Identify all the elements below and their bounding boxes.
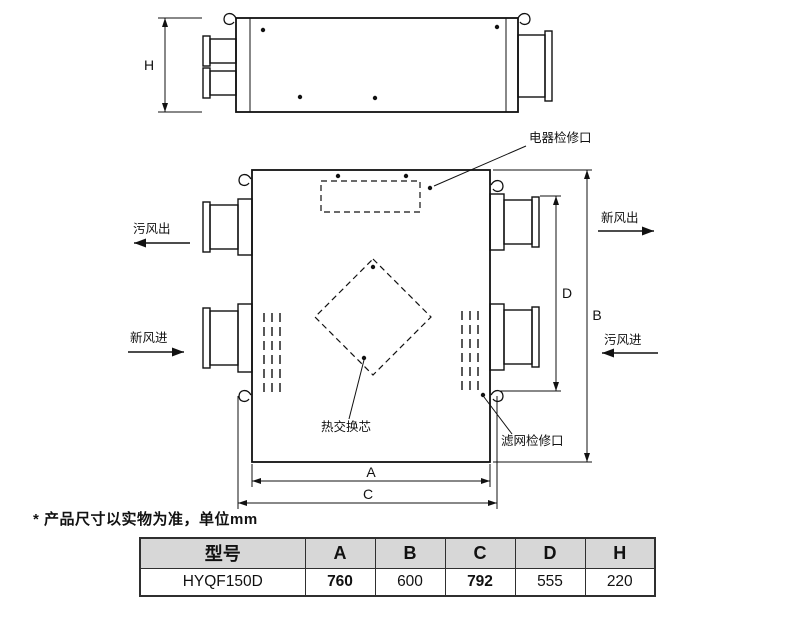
dimension-b-ext bbox=[493, 169, 592, 463]
side-view-right-duct bbox=[517, 30, 553, 102]
corner-clip bbox=[238, 389, 252, 403]
cell-model: HYQF150D bbox=[139, 567, 306, 597]
label-electrical-access: 电器检修口 bbox=[529, 130, 592, 145]
dimension-note: * 产品尺寸以实物为准，单位mm bbox=[33, 511, 258, 528]
header-h: H bbox=[584, 537, 656, 569]
port-fresh-air-in bbox=[202, 303, 253, 373]
dim-label-c: C bbox=[363, 486, 373, 502]
corner-clip bbox=[223, 12, 237, 26]
dimension-c-ext bbox=[237, 396, 498, 509]
cell-h: 220 bbox=[584, 567, 656, 597]
electrical-access-panel bbox=[320, 180, 421, 213]
leader-electrical-access bbox=[433, 145, 527, 187]
dimension-table: 型号 A B C D H HYQF150D 760 600 792 555 22… bbox=[139, 537, 656, 597]
left-grille bbox=[263, 313, 281, 392]
heat-exchange-core-outline bbox=[314, 258, 432, 376]
leader-heat-exchange-core bbox=[348, 359, 365, 420]
dimension-d-ext bbox=[500, 195, 561, 392]
plan-view-body bbox=[251, 169, 491, 463]
screw-dots bbox=[260, 24, 500, 101]
cell-a: 760 bbox=[304, 567, 376, 597]
table-header-row: 型号 A B C D H bbox=[139, 537, 656, 569]
port-dirty-air-out bbox=[202, 198, 253, 256]
port-dirty-air-in bbox=[489, 303, 540, 371]
dim-label-h: H bbox=[144, 57, 154, 73]
header-d: D bbox=[514, 537, 586, 569]
cell-b: 600 bbox=[374, 567, 446, 597]
label-fresh-air-out: 新风出 bbox=[601, 210, 639, 225]
leader-filter-access bbox=[483, 396, 513, 435]
cell-d: 555 bbox=[514, 567, 586, 597]
port-fresh-air-out bbox=[489, 193, 540, 251]
screw-dots bbox=[335, 173, 486, 398]
header-b: B bbox=[374, 537, 446, 569]
corner-clip bbox=[517, 12, 531, 26]
dim-label-a: A bbox=[366, 464, 376, 480]
side-view-seams bbox=[249, 18, 507, 112]
dimension-drawing: H bbox=[128, 12, 658, 509]
side-view-left-ducts bbox=[202, 35, 237, 99]
cell-c: 792 bbox=[444, 567, 516, 597]
label-dirty-air-in: 污风进 bbox=[604, 333, 642, 347]
header-a: A bbox=[304, 537, 376, 569]
header-model: 型号 bbox=[139, 537, 306, 569]
label-dirty-air-out: 污风出 bbox=[133, 222, 171, 236]
side-view bbox=[202, 12, 553, 113]
label-filter-access: 滤网检修口 bbox=[501, 433, 564, 448]
dimension-lines bbox=[237, 169, 592, 509]
table-row: HYQF150D 760 600 792 555 220 bbox=[139, 567, 656, 597]
label-heat-exchange-core: 热交换芯 bbox=[321, 419, 371, 434]
plan-view bbox=[202, 145, 540, 463]
dim-label-b: B bbox=[592, 307, 601, 323]
corner-clip bbox=[490, 179, 504, 193]
dimension-h bbox=[158, 17, 202, 113]
right-grille bbox=[461, 311, 479, 390]
corner-clip bbox=[238, 173, 252, 187]
label-fresh-air-in: 新风进 bbox=[130, 330, 168, 345]
header-c: C bbox=[444, 537, 516, 569]
flow-arrows bbox=[128, 226, 658, 358]
dim-label-d: D bbox=[562, 285, 572, 301]
